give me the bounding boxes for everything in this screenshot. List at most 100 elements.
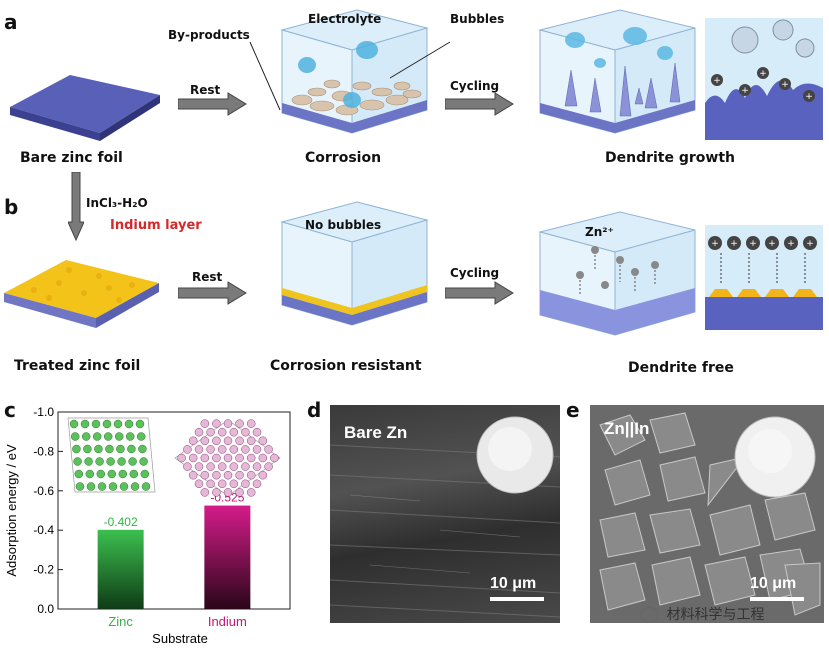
indium-atom: [252, 479, 262, 489]
bar-value-label: -0.402: [104, 515, 138, 529]
indium-atom: [188, 436, 198, 446]
treatment-label: InCl₃-H₂O: [86, 196, 148, 210]
indium-atom: [235, 470, 244, 480]
indium-atom: [212, 419, 221, 428]
indium-atom: [252, 462, 262, 471]
electrolyte-label: Electrolyte: [308, 12, 382, 26]
zinc-atom: [102, 419, 112, 429]
zinc-atom: [107, 469, 117, 479]
indium-atom: [212, 436, 221, 446]
svg-text:+: +: [759, 69, 767, 79]
indium-atom: [270, 453, 279, 463]
zinc-atom: [140, 469, 150, 479]
indium-atom: [217, 479, 227, 489]
zinc-atom: [86, 482, 96, 491]
indium-layer-label: Indium layer: [110, 218, 202, 233]
indium-atom: [188, 453, 198, 463]
zn-in-foil-photo-disc: [734, 416, 816, 498]
bar-indium: [204, 505, 251, 609]
zinc-atom: [83, 444, 92, 454]
indium-atom: [264, 462, 273, 471]
dendrite-free-box-illustration: [538, 211, 696, 336]
zinc-atom: [75, 482, 85, 491]
y-tick-label: -1.0: [33, 405, 54, 419]
zinc-atom: [114, 432, 124, 441]
zinc-atom: [129, 469, 139, 479]
zinc-atom: [80, 419, 90, 429]
indium-atom: [241, 445, 250, 454]
corrosion-resistant-caption: Corrosion resistant: [270, 358, 422, 374]
zinc-atom: [138, 444, 147, 454]
indium-atom: [241, 427, 250, 437]
zinc-atom: [103, 432, 113, 441]
indium-atom: [183, 462, 192, 471]
indium-atom: [229, 462, 239, 471]
pointer-lines: [249, 41, 451, 111]
zinc-atom: [73, 457, 82, 466]
arrow-right-icon: [445, 92, 514, 116]
y-tick-label: -0.6: [33, 484, 54, 498]
zinc-atom: [84, 457, 93, 466]
zn-ion-label: Zn²⁺: [585, 225, 614, 239]
wechat-icon: [640, 607, 658, 623]
zinc-atom: [136, 432, 146, 441]
indium-atom: [223, 419, 233, 428]
indium-atom: [212, 488, 221, 497]
indium-atom: [200, 419, 210, 428]
indium-atom: [212, 470, 221, 480]
plot-frame: [57, 411, 291, 610]
bar-zinc: [97, 529, 144, 609]
indium-atom: [200, 470, 210, 480]
zinc-atom: [124, 419, 134, 429]
indium-atom: [212, 453, 221, 463]
indium-atom: [229, 445, 239, 454]
indium-atom: [235, 488, 244, 497]
byproducts-label: By-products: [168, 28, 250, 42]
zinc-lattice-inset: [67, 417, 156, 493]
zinc-atom: [130, 482, 140, 491]
zinc-atom: [118, 469, 128, 479]
no-bubbles-label: No bubbles: [305, 218, 382, 232]
treated-zinc-foil-illustration: [4, 260, 159, 328]
indium-atom: [223, 453, 233, 463]
indium-atom: [235, 453, 244, 463]
sem-texture: [330, 416, 560, 618]
zinc-atom: [72, 444, 81, 454]
sem-label-bare-zn: Bare Zn: [344, 423, 408, 442]
indium-atom: [252, 427, 262, 437]
indium-atom: [206, 427, 215, 437]
indium-atom: [188, 470, 198, 480]
indium-atom: [258, 470, 268, 480]
zinc-atom: [108, 482, 118, 491]
panel-label-d: d: [307, 398, 322, 422]
panel-label-c: c: [4, 398, 16, 422]
rest-label-b: Rest: [192, 270, 223, 284]
dendrite-zoom-inset: +++++: [705, 18, 823, 140]
dendrite-growth-box-illustration: [538, 9, 696, 134]
zinc-atom: [119, 482, 129, 491]
indium-atom: [200, 436, 210, 446]
zinc-atom: [105, 444, 114, 454]
svg-text:+: +: [730, 239, 738, 249]
scale-bar-label-d: 10 μm: [490, 575, 537, 592]
svg-text:+: +: [806, 239, 814, 249]
indium-atom: [194, 479, 204, 489]
x-axis-label: Substrate: [152, 631, 208, 646]
adsorption-energy-bar-chart: -1.0-0.8-0.6-0.4-0.20.0 -0.402-0.525 Zin…: [4, 405, 291, 646]
panel-label-e: e: [566, 398, 580, 422]
sem-image-bare-zn: Bare Zn 10 μm: [330, 405, 560, 623]
indium-atom: [223, 488, 233, 497]
indium-atom: [258, 436, 268, 446]
indium-atom: [264, 445, 273, 454]
indium-atom: [194, 427, 204, 437]
indium-atom: [246, 470, 256, 480]
indium-atom: [206, 479, 215, 489]
indium-atom: [206, 445, 215, 454]
dendrite-growth-caption: Dendrite growth: [605, 150, 736, 166]
zinc-atom: [85, 469, 95, 479]
zinc-atom: [141, 482, 151, 491]
indium-atom: [183, 445, 192, 454]
x-category-label: Indium: [208, 614, 247, 629]
bare-zinc-foil-caption: Bare zinc foil: [20, 150, 123, 166]
watermark-text: 材料科学与工程: [666, 607, 765, 623]
